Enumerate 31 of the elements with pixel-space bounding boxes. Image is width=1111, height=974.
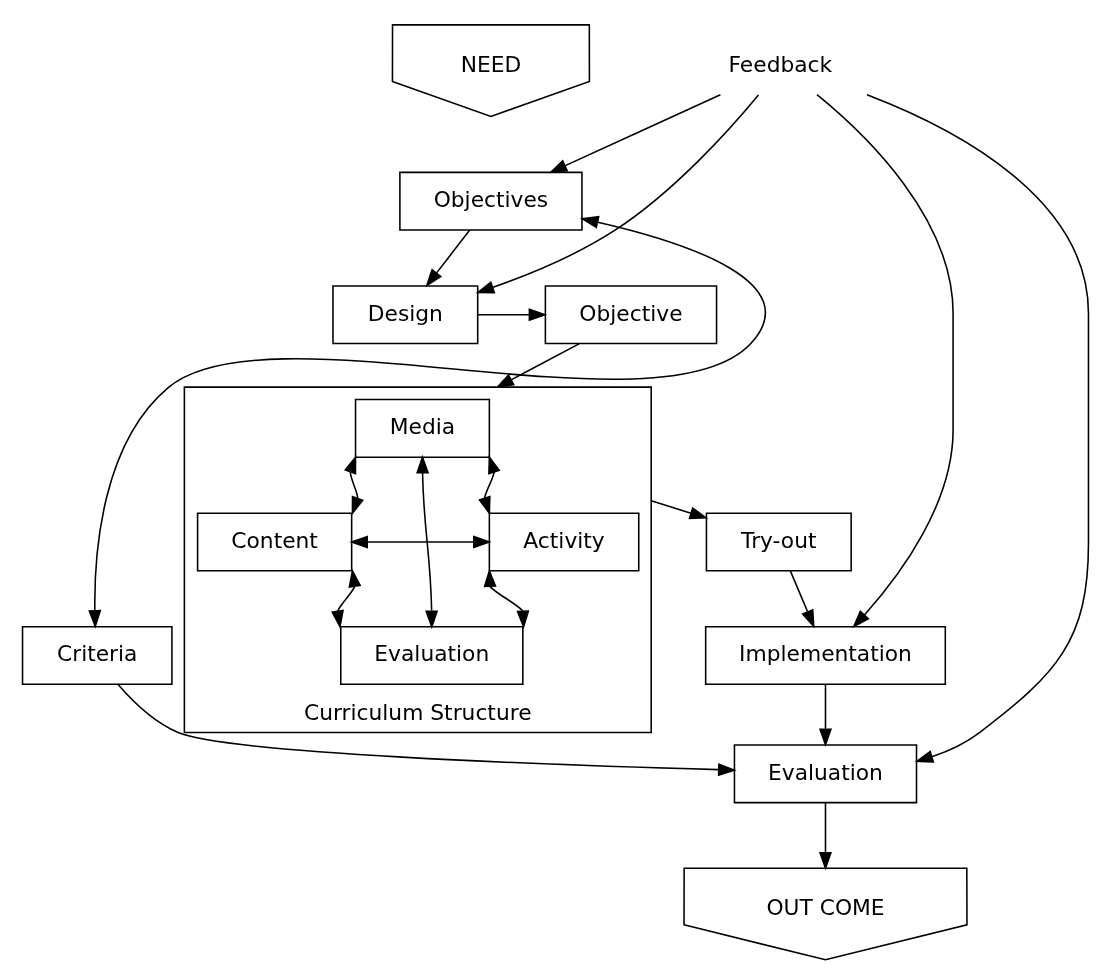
node-box: Evaluation [340,625,524,685]
node-box: Content [196,511,353,572]
arrow [478,454,501,515]
arrow [495,342,581,388]
arrow [475,93,760,293]
node-box: Try-out [705,511,852,572]
arrow [343,454,365,515]
arrow [477,307,548,321]
arrow [349,534,492,548]
arrow [117,683,737,776]
node-text: Feedback [728,51,833,77]
node-box: Media [354,398,491,458]
arrow [331,567,362,629]
arrow [816,93,954,628]
node-box: Criteria [21,625,173,685]
arrow [416,454,439,629]
arrow [818,801,833,871]
node-box: Design [332,284,479,344]
arrow [818,683,833,747]
arrow [866,93,1090,763]
arrow [548,93,722,173]
node-box: Objective [544,284,718,344]
node-box: Objectives [399,171,583,231]
node-box: Implementation [704,625,947,685]
node-box: Evaluation [733,743,918,803]
arrow [650,499,709,519]
arrow [483,567,530,629]
arrow [789,569,815,628]
node-box: Activity [488,511,640,572]
arrow [425,228,471,287]
arrow [88,215,767,629]
